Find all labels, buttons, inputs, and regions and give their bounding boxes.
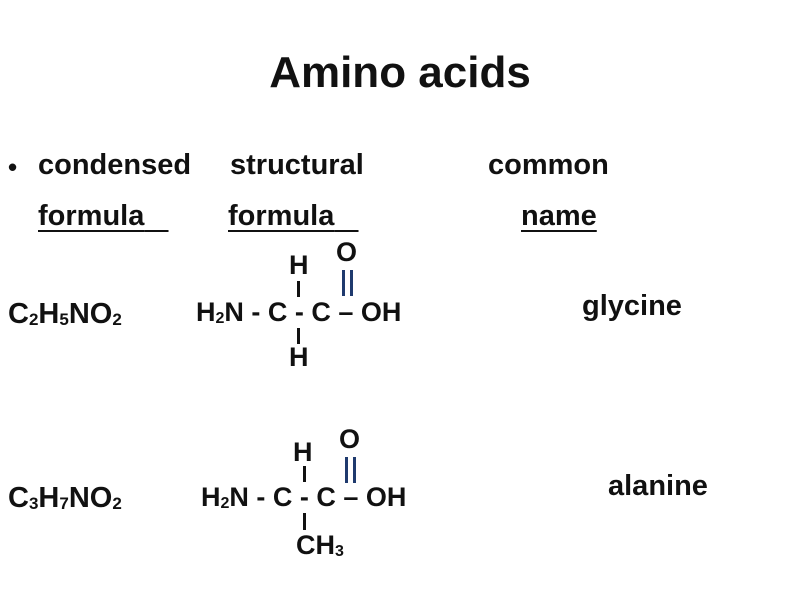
glycine-double-bond-left bbox=[342, 270, 345, 296]
header-formula-2: formula bbox=[228, 200, 335, 232]
glycine-common-name: glycine bbox=[582, 290, 682, 322]
alanine-bond-top bbox=[303, 466, 306, 482]
glycine-bond-top bbox=[297, 281, 300, 297]
alanine-structural-formula: H2N - C - C – OH bbox=[201, 482, 407, 512]
header-common: common bbox=[488, 149, 609, 181]
glycine-structural-formula: H2N - C - C – OH bbox=[196, 297, 402, 327]
alanine-oxygen: O bbox=[339, 424, 361, 454]
header-formula-1: formula bbox=[38, 200, 145, 232]
header-name: name bbox=[521, 200, 597, 232]
header-structural: structural bbox=[230, 149, 364, 181]
alanine-condensed-formula: C3H7NO2 bbox=[8, 482, 122, 514]
glycine-double-bond-right bbox=[350, 270, 353, 296]
header-condensed: condensed bbox=[38, 149, 192, 181]
slide-title: Amino acids bbox=[269, 48, 531, 97]
alanine-bond-bottom bbox=[303, 513, 306, 530]
alanine-double-bond-left bbox=[345, 457, 348, 483]
glycine-top-hydrogen: H bbox=[289, 250, 309, 280]
alanine-double-bond-right bbox=[353, 457, 356, 483]
glycine-condensed-formula: C2H5NO2 bbox=[8, 298, 122, 330]
alanine-methyl-group: CH3 bbox=[296, 530, 344, 560]
glycine-bond-bottom bbox=[297, 328, 300, 344]
alanine-common-name: alanine bbox=[608, 470, 708, 502]
glycine-oxygen: O bbox=[336, 237, 358, 267]
glycine-bottom-hydrogen: H bbox=[289, 342, 309, 372]
bullet-point: • bbox=[8, 152, 18, 182]
alanine-top-hydrogen: H bbox=[293, 437, 313, 467]
